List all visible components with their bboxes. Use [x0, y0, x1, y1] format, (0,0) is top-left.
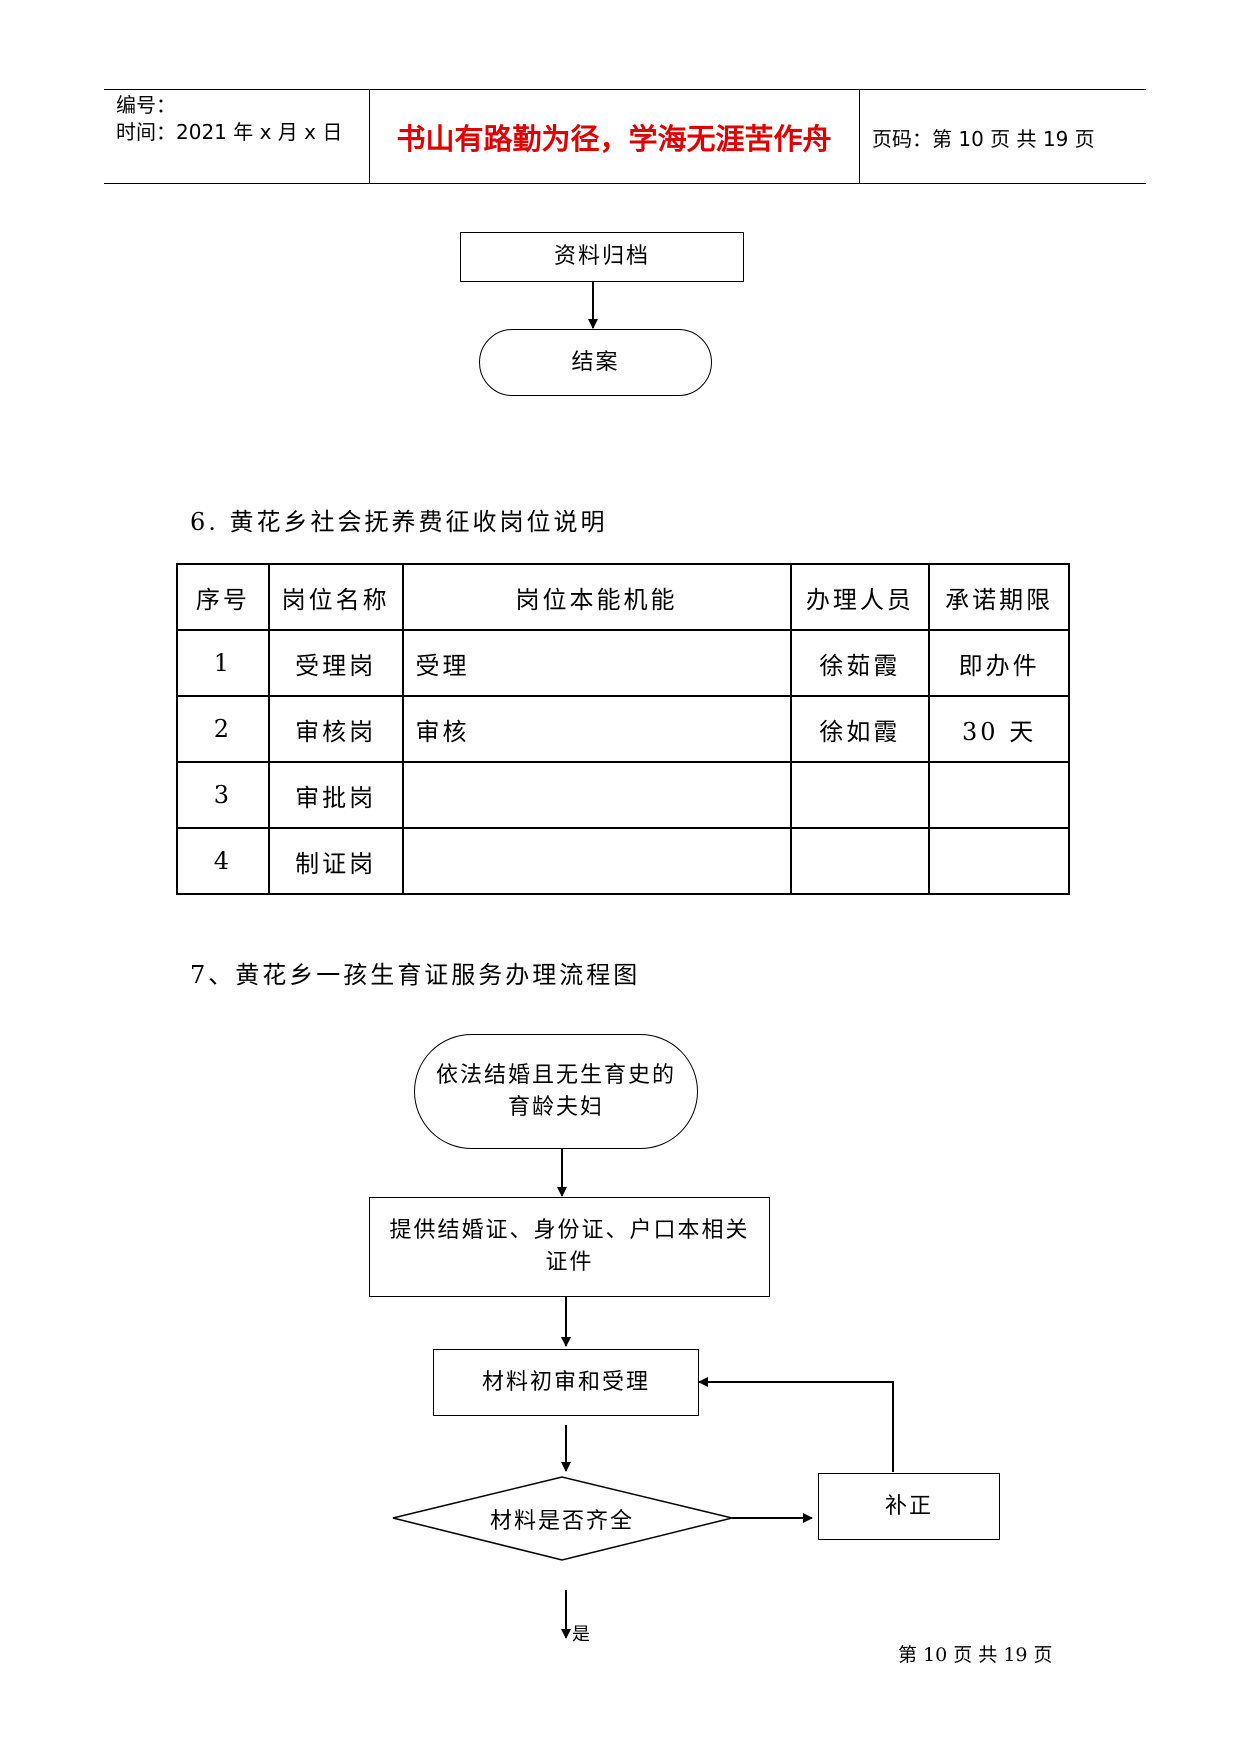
col-header-post: 岗位名称 [267, 563, 404, 631]
cell-deadline [928, 827, 1070, 895]
start-label: 依法结婚且无生育史的育龄夫妇 [435, 1062, 676, 1120]
cell-function [401, 827, 792, 895]
cell-post: 受理岗 [267, 629, 404, 697]
table-row: 4 制证岗 [176, 827, 1070, 895]
cell-function: 受理 [401, 629, 792, 697]
decision-label: 材料是否齐全 [489, 1509, 634, 1534]
archive-label: 资料归档 [553, 244, 650, 269]
start-terminal: 依法结婚且无生育史的育龄夫妇 [414, 1034, 698, 1149]
cell-staff: 徐茹霞 [789, 629, 931, 697]
section7-heading: 7、黄花乡一孩生育证服务办理流程图 [190, 961, 641, 989]
initial-review-box: 材料初审和受理 [433, 1349, 699, 1416]
header-meta: 编号： 时间：2021 年 x 月 x 日 [116, 92, 342, 146]
header-number: 编号： [116, 93, 176, 117]
cell-no: 1 [176, 629, 270, 697]
archive-box: 资料归档 [460, 232, 744, 282]
cell-function: 审核 [401, 695, 792, 763]
yes-label: 是 [572, 1624, 590, 1645]
cell-no: 4 [176, 827, 270, 895]
initial-review-label: 材料初审和受理 [481, 1369, 650, 1395]
col-header-deadline: 承诺期限 [928, 563, 1070, 631]
col-header-staff: 办理人员 [789, 563, 931, 631]
correction-box: 补正 [818, 1473, 1000, 1540]
header-motto: 书山有路勤为径，学海无涯苦作舟 [396, 122, 832, 156]
decision-diamond [392, 1476, 733, 1561]
cell-deadline: 即办件 [928, 629, 1070, 697]
cell-post: 审批岗 [267, 761, 404, 829]
col-header-function: 岗位本能机能 [401, 563, 792, 631]
close-case-terminal: 结案 [479, 329, 712, 396]
posts-table: 序号 岗位名称 岗位本能机能 办理人员 承诺期限 1 受理岗 受理 徐茹霞 即办… [176, 563, 1070, 895]
cell-function [401, 761, 792, 829]
arrow-correction-to-review [698, 1377, 894, 1472]
header-time: 时间：2021 年 x 月 x 日 [116, 120, 343, 144]
close-case-label: 结案 [571, 349, 620, 375]
cell-deadline [928, 761, 1070, 829]
cell-deadline: 30 天 [928, 695, 1070, 763]
provide-docs-label: 提供结婚证、身份证、户口本相关证件 [389, 1218, 750, 1275]
section6-heading: 6. 黄花乡社会抚养费征收岗位说明 [190, 508, 608, 536]
cell-staff [789, 761, 931, 829]
cell-staff [789, 827, 931, 895]
table-row: 1 受理岗 受理 徐茹霞 即办件 [176, 629, 1070, 697]
correction-label: 补正 [884, 1493, 933, 1519]
table-header-row: 序号 岗位名称 岗位本能机能 办理人员 承诺期限 [176, 563, 1070, 631]
table-row: 2 审核岗 审核 徐如霞 30 天 [176, 695, 1070, 763]
provide-docs-box: 提供结婚证、身份证、户口本相关证件 [369, 1197, 770, 1297]
table-row: 3 审批岗 [176, 761, 1070, 829]
cell-no: 2 [176, 695, 270, 763]
cell-staff: 徐如霞 [789, 695, 931, 763]
header-bottom-rule [104, 183, 1146, 184]
cell-post: 审核岗 [267, 695, 404, 763]
footer-page-number: 第 10 页 共 19 页 [898, 1644, 1053, 1666]
header-divider-left [369, 89, 370, 183]
col-header-no: 序号 [176, 563, 270, 631]
header-top-rule [104, 89, 1146, 90]
cell-post: 制证岗 [267, 827, 404, 895]
header-page-info: 页码：第 10 页 共 19 页 [872, 127, 1095, 151]
cell-no: 3 [176, 761, 270, 829]
header-divider-right [859, 89, 860, 183]
